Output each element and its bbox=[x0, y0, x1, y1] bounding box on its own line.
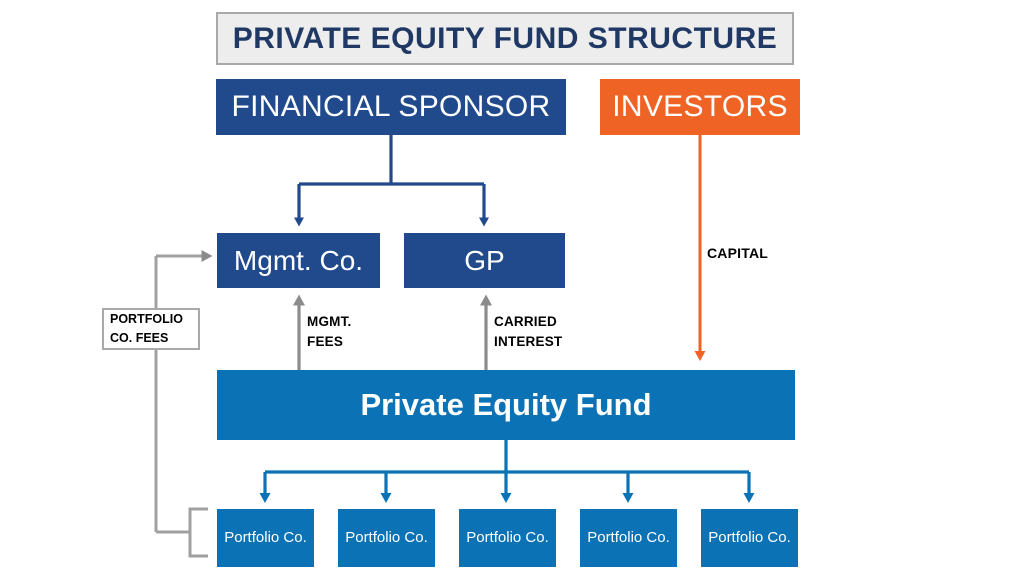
flow-label-portfolio-co-fees: PORTFOLIO CO. FEES bbox=[110, 312, 183, 345]
node-gp[interactable]: GP bbox=[404, 233, 565, 288]
node-label-portfolio-co: Portfolio Co. bbox=[587, 528, 670, 546]
connector-fund-portfolio-fork bbox=[259, 440, 755, 503]
node-label-financial-sponsor: FINANCIAL SPONSOR bbox=[231, 90, 551, 123]
node-portfolio-co[interactable]: Portfolio Co. bbox=[217, 509, 314, 567]
node-label-portfolio-co: Portfolio Co. bbox=[466, 528, 549, 546]
node-label-portfolio-co: Portfolio Co. bbox=[224, 528, 307, 546]
node-label-investors: INVESTORS bbox=[612, 90, 788, 123]
connector-portfolio-co-fees bbox=[154, 250, 213, 558]
node-label-portfolio-co: Portfolio Co. bbox=[345, 528, 428, 546]
page-title: PRIVATE EQUITY FUND STRUCTURE bbox=[232, 21, 778, 55]
node-mgmt-co[interactable]: Mgmt. Co. bbox=[217, 233, 380, 288]
node-financial-sponsor[interactable]: FINANCIAL SPONSOR bbox=[216, 79, 566, 135]
node-label-portfolio-co: Portfolio Co. bbox=[708, 528, 791, 546]
flow-label-carried-interest: CARRIED INTEREST bbox=[494, 314, 563, 349]
node-label-private-equity-fund: Private Equity Fund bbox=[360, 387, 652, 422]
flow-label-portfolio-co-fees-box: PORTFOLIO CO. FEES bbox=[102, 308, 200, 350]
diagram-title-box: PRIVATE EQUITY FUND STRUCTURE bbox=[216, 12, 794, 65]
node-portfolio-co[interactable]: Portfolio Co. bbox=[459, 509, 556, 567]
node-portfolio-co[interactable]: Portfolio Co. bbox=[338, 509, 435, 567]
flow-label-mgmt-fees: MGMT. FEES bbox=[307, 314, 352, 349]
node-portfolio-co[interactable]: Portfolio Co. bbox=[701, 509, 798, 567]
flow-label-capital: CAPITAL bbox=[707, 245, 769, 261]
connector-sponsor-fork bbox=[294, 135, 489, 227]
node-investors[interactable]: INVESTORS bbox=[600, 79, 800, 135]
node-private-equity-fund[interactable]: Private Equity Fund bbox=[217, 370, 795, 440]
node-portfolio-co[interactable]: Portfolio Co. bbox=[580, 509, 677, 567]
node-label-gp: GP bbox=[464, 244, 505, 276]
node-label-mgmt-co: Mgmt. Co. bbox=[233, 244, 364, 276]
